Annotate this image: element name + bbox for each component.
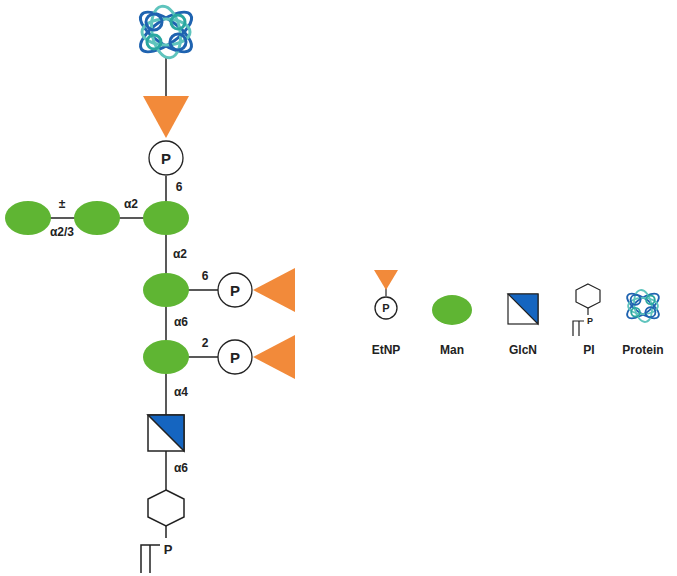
legend-label: PI: [583, 343, 594, 357]
legend-label: GlcN: [509, 343, 537, 357]
etn-triangle: [253, 268, 295, 312]
linkage-label: 6: [202, 270, 209, 283]
mannose-symbols: [5, 201, 189, 374]
phosphate-letter: P: [587, 317, 593, 327]
legend-label: Man: [440, 343, 464, 357]
linkage-label: α2: [173, 248, 187, 261]
etn-triangle: [253, 335, 295, 379]
phosphate-letter: P: [164, 543, 173, 557]
linkage-label: α6: [174, 316, 188, 329]
phosphate-letter: P: [382, 302, 389, 314]
linkage-label: 6: [176, 181, 183, 194]
node-text-holder: P: [148, 140, 184, 176]
linkage-label: ±: [59, 198, 66, 211]
linkage-label: α2: [124, 198, 138, 211]
linkage-label: α6: [174, 462, 188, 475]
phosphate-letter: P: [230, 349, 240, 366]
phosphate-circle: P: [148, 140, 184, 176]
node-text-holder: P: [374, 296, 398, 320]
etn-triangle: [143, 96, 189, 138]
linkage-label: α4: [174, 386, 188, 399]
linkage-lines: [28, 58, 235, 573]
legend-label: Protein: [622, 343, 663, 357]
legend-label: EtNP: [372, 343, 401, 357]
phosphate-circle: P: [374, 296, 398, 320]
linkage-label: α2/3: [50, 226, 74, 239]
glcn-symbol: [148, 415, 184, 451]
legend-icons: [374, 270, 663, 336]
node-text-holder: P: [217, 339, 253, 375]
node-text-holder: P: [217, 272, 253, 308]
phosphate-circle: P: [217, 272, 253, 308]
phosphate-letter: P: [161, 150, 171, 167]
phosphate-letter: P: [230, 282, 240, 299]
inositol-ring: [148, 490, 184, 526]
protein-symbol: [135, 4, 198, 60]
phosphate-circle: P: [217, 339, 253, 375]
linkage-label: 2: [202, 337, 209, 350]
